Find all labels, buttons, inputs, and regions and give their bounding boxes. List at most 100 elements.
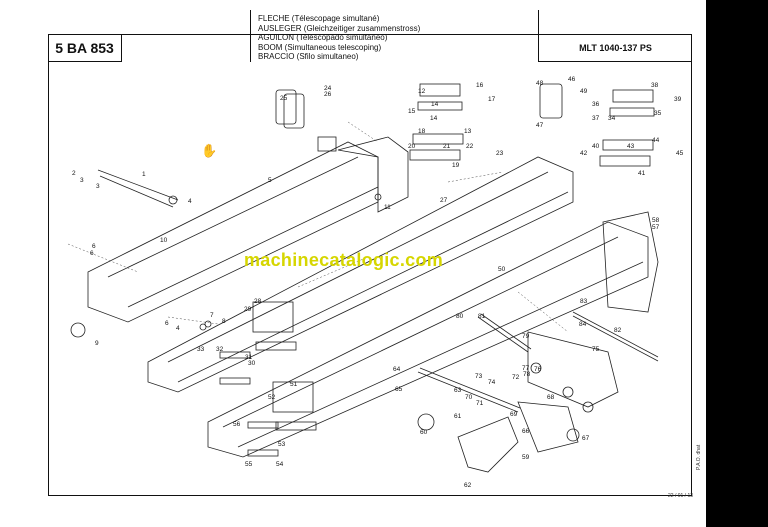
- part-callout: 6: [92, 243, 96, 250]
- part-callout: 32: [216, 346, 224, 353]
- part-callout: 84: [579, 321, 587, 328]
- part-callout: 9: [95, 340, 99, 347]
- part-callout: 45: [676, 150, 684, 157]
- part-callout: 34: [608, 115, 616, 122]
- part-callout: 71: [476, 400, 484, 407]
- part-callout: 66: [522, 428, 530, 435]
- part-callout: 15: [408, 108, 416, 115]
- part-callout: 10: [160, 237, 168, 244]
- part-callout: 80: [456, 313, 464, 320]
- part-callout: 44: [652, 137, 660, 144]
- part-callout: 69: [510, 411, 518, 418]
- part-callout: 19: [452, 162, 460, 169]
- part-callout: 8: [222, 318, 226, 325]
- title-de: AUSLEGER (Gleichzeitiger zusammenstross): [258, 23, 421, 33]
- part-callout: 4: [188, 198, 192, 205]
- part-callout: 46: [568, 76, 576, 83]
- part-callout: 22: [466, 143, 474, 150]
- boom-5-head: [337, 136, 409, 213]
- part-callout: 54: [276, 461, 284, 468]
- part-callout: 18: [418, 128, 426, 135]
- part-callout: 3: [80, 177, 84, 184]
- part-callout: 76: [534, 366, 542, 373]
- part-callout: 58: [652, 217, 660, 224]
- part-callout: 83: [580, 298, 588, 305]
- part-callout: 37: [592, 115, 600, 122]
- watermark-text: machinecatalogic.com: [244, 250, 444, 270]
- part-callout: 41: [638, 170, 646, 177]
- part-callout: 42: [580, 150, 588, 157]
- part-callout: 72: [512, 374, 520, 381]
- part-callout: 14: [431, 101, 439, 108]
- part-callout: 29: [244, 306, 252, 313]
- part-callout: 77: [522, 365, 530, 372]
- part-callout: 26: [324, 91, 332, 98]
- part-callout: 6: [165, 320, 169, 327]
- part-callout: 36: [592, 101, 600, 108]
- header-divider: [250, 10, 251, 62]
- part-callout: 57: [652, 224, 660, 231]
- part-callout: 73: [475, 373, 483, 380]
- part-callout: 53: [278, 441, 286, 448]
- part-callout: 64: [393, 366, 401, 373]
- part-callout: 6: [90, 250, 94, 257]
- title-en: BOOM (Simultaneous telescoping): [258, 42, 382, 52]
- part-callout: 47: [536, 122, 544, 129]
- part-callout: 79: [522, 333, 530, 340]
- part-callout: 17: [488, 96, 496, 103]
- exploded-parts-drawing: [67, 83, 659, 473]
- part-callout: 60: [420, 429, 428, 436]
- part-callout: 49: [580, 88, 588, 95]
- part-callout: 50: [498, 266, 506, 273]
- reference-code: 5 BA 853: [48, 34, 122, 62]
- diagram-frame: [48, 34, 692, 496]
- part-callout: 39: [674, 96, 682, 103]
- part-callout: 81: [478, 313, 486, 320]
- part-callout: 56: [233, 421, 241, 428]
- part-callout: 16: [476, 82, 484, 89]
- header-divider-right: [538, 10, 539, 34]
- part-callout: 48: [536, 80, 544, 87]
- part-callout: 13: [464, 128, 472, 135]
- part-callout: 25: [280, 95, 288, 102]
- part-callout: 35: [654, 110, 662, 117]
- page-edge-strip: [706, 0, 768, 527]
- part-callout: 30: [248, 360, 256, 367]
- part-callout: 5: [268, 177, 272, 184]
- part-callout: 43: [627, 143, 635, 150]
- part-callout: 12: [418, 88, 426, 95]
- part-callout: 20: [408, 143, 416, 150]
- part-callout: 40: [592, 143, 600, 150]
- part-callout: 1: [142, 171, 146, 178]
- part-callout: 67: [582, 435, 590, 442]
- part-callout: 28: [254, 298, 262, 305]
- part-callout: 63: [454, 387, 462, 394]
- part-callout: 61: [454, 413, 462, 420]
- part-callout: 31: [245, 354, 253, 361]
- title-it: BRACCIO (Sfilo simultaneo): [258, 52, 359, 62]
- title-block: FLECHE (Télescopage simultané) AUSLEGER …: [258, 14, 420, 62]
- machine-model: MLT 1040-137 PS: [538, 34, 692, 62]
- part-callout: 7: [210, 312, 214, 319]
- part-callout: 55: [245, 461, 253, 468]
- print-date: 22 / 01 / 13: [668, 493, 694, 499]
- part-callout: 65: [395, 386, 403, 393]
- part-callout: 14: [430, 115, 438, 122]
- part-callout: 52: [268, 394, 276, 401]
- part-callout: 38: [651, 82, 659, 89]
- title-fr: FLECHE (Télescopage simultané): [258, 14, 380, 23]
- part-callout: 11: [384, 204, 391, 211]
- boom-5-outline: [87, 141, 379, 323]
- hand-cursor-icon: ✋: [201, 143, 218, 158]
- part-callout: 62: [464, 482, 472, 489]
- part-callout: 74: [488, 379, 496, 386]
- part-callout: 27: [440, 197, 448, 204]
- document-reference: P.A.O. dhat: [696, 444, 702, 470]
- title-es: AGUILON (Telescopado simultáneo): [258, 33, 388, 43]
- part-callout: 82: [614, 327, 622, 334]
- part-callout: 3: [96, 183, 100, 190]
- part-callout: 23: [496, 150, 504, 157]
- part-callout: 59: [522, 454, 530, 461]
- part-callout: 51: [290, 381, 298, 388]
- part-callout: 75: [592, 346, 600, 353]
